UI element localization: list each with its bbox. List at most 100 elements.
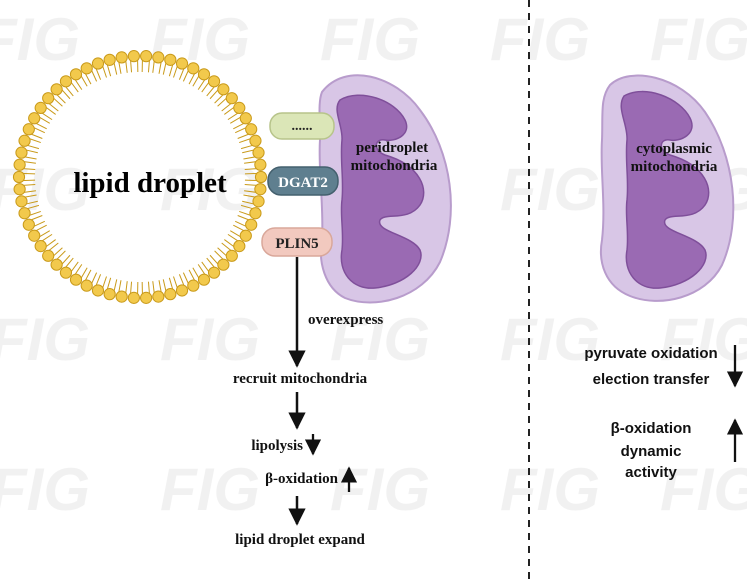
svg-text:FIG: FIG xyxy=(330,456,430,523)
lipid-head xyxy=(197,68,211,81)
right-beta-oxidation-label: β-oxidation xyxy=(611,420,692,437)
beta-oxidation-label: β-oxidation xyxy=(265,471,339,487)
lipid-head xyxy=(91,57,105,70)
lipid-head xyxy=(80,279,93,292)
cytoplasmic-mitochondrion xyxy=(600,74,735,302)
lipid-head xyxy=(187,279,200,292)
lipid-head xyxy=(103,288,116,301)
svg-text:FIG: FIG xyxy=(500,306,600,373)
lipid-head xyxy=(42,249,55,262)
lipid-head xyxy=(69,68,83,81)
lipid-head xyxy=(207,75,221,88)
svg-text:FIG: FIG xyxy=(0,6,80,73)
lipid-head xyxy=(217,83,230,96)
lipid-head xyxy=(22,218,35,231)
lipid-head xyxy=(164,288,177,301)
lipid-head xyxy=(175,284,189,297)
lipid-head xyxy=(245,123,258,136)
lipid-head xyxy=(15,146,28,159)
unknown-protein-label: ...... xyxy=(292,119,313,134)
lipid-head xyxy=(13,183,26,196)
peridroplet-label-line2: mitochondria xyxy=(351,158,438,174)
lipid-head xyxy=(175,57,189,70)
lipid-head xyxy=(245,218,258,231)
overexpress-label: overexpress xyxy=(308,312,383,328)
lipid-head xyxy=(115,51,128,64)
lipid-head xyxy=(50,258,63,271)
lipid-droplet-expand-label: lipid droplet expand xyxy=(235,532,365,548)
lipid-head xyxy=(249,134,262,147)
lipid-head xyxy=(12,170,26,184)
lipid-head xyxy=(233,240,246,253)
lipid-head xyxy=(152,290,165,303)
dgat2-label: DGAT2 xyxy=(278,175,328,191)
pyruvate-oxidation-label: pyruvate oxidation xyxy=(584,345,717,362)
lipid-head xyxy=(34,101,47,114)
lipid-head xyxy=(254,158,267,171)
election-transfer-label: election transfer xyxy=(593,371,710,388)
lipid-droplet-membrane xyxy=(12,50,268,304)
svg-text:FIG: FIG xyxy=(160,306,260,373)
lipid-head xyxy=(127,50,140,63)
lipid-head xyxy=(249,207,262,220)
plin5-label: PLIN5 xyxy=(275,236,318,252)
svg-text:FIG: FIG xyxy=(500,156,600,223)
peridroplet-label-line1: peridroplet xyxy=(356,140,428,156)
svg-text:FIG: FIG xyxy=(160,456,260,523)
lipid-head xyxy=(91,284,105,297)
dgat2-protein: DGAT2 xyxy=(267,166,339,196)
svg-text:FIG: FIG xyxy=(150,6,250,73)
peridroplet-mitochondrion xyxy=(318,74,452,304)
lipid-head xyxy=(50,83,63,96)
svg-text:FIG: FIG xyxy=(660,456,747,523)
lipid-head xyxy=(152,51,165,64)
lipid-head xyxy=(239,229,252,242)
plin5-protein: PLIN5 xyxy=(261,227,333,257)
lipid-head xyxy=(28,112,41,125)
lipid-head xyxy=(252,195,265,208)
lipid-head xyxy=(252,146,265,159)
lipid-head xyxy=(15,195,28,208)
recruit-mitochondria-label: recruit mitochondria xyxy=(233,371,368,387)
lipid-head xyxy=(103,53,116,66)
lipid-head xyxy=(115,290,128,303)
cytoplasmic-label-line1: cytoplasmic xyxy=(636,141,712,157)
lipid-head xyxy=(233,101,246,114)
svg-text:FIG: FIG xyxy=(320,6,420,73)
lipolysis-label: lipolysis xyxy=(251,438,303,454)
lipid-head xyxy=(59,75,73,88)
lipid-head xyxy=(254,170,268,184)
lipid-head xyxy=(69,273,83,286)
lipid-head xyxy=(42,92,55,105)
lipid-head xyxy=(127,291,140,304)
lipid-head xyxy=(239,112,252,125)
lipid-head xyxy=(225,249,238,262)
lipid-head xyxy=(164,53,177,66)
unknown-protein: ...... xyxy=(269,112,335,140)
lipid-head xyxy=(197,273,211,286)
svg-text:FIG: FIG xyxy=(330,306,430,373)
lipid-head xyxy=(34,240,47,253)
lipid-head xyxy=(22,123,35,136)
activity-label: activity xyxy=(625,464,677,481)
lipid-head xyxy=(59,266,73,279)
lipid-head xyxy=(18,207,31,220)
lipid-head xyxy=(225,92,238,105)
lipid-droplet-label: lipid droplet xyxy=(73,167,227,199)
svg-text:FIG: FIG xyxy=(500,456,600,523)
svg-text:FIG: FIG xyxy=(160,156,260,223)
lipid-head xyxy=(13,158,26,171)
svg-text:FIG: FIG xyxy=(490,6,590,73)
cytoplasmic-label-line2: mitochondria xyxy=(631,159,718,175)
lipid-head xyxy=(18,134,31,147)
lipid-head xyxy=(254,183,267,196)
lipid-head xyxy=(80,62,93,75)
lipid-head xyxy=(140,291,153,304)
lipid-head xyxy=(187,62,200,75)
svg-text:FIG: FIG xyxy=(660,306,747,373)
svg-text:FIG: FIG xyxy=(650,6,747,73)
lipid-head xyxy=(207,266,221,279)
dynamic-label: dynamic xyxy=(621,443,682,460)
